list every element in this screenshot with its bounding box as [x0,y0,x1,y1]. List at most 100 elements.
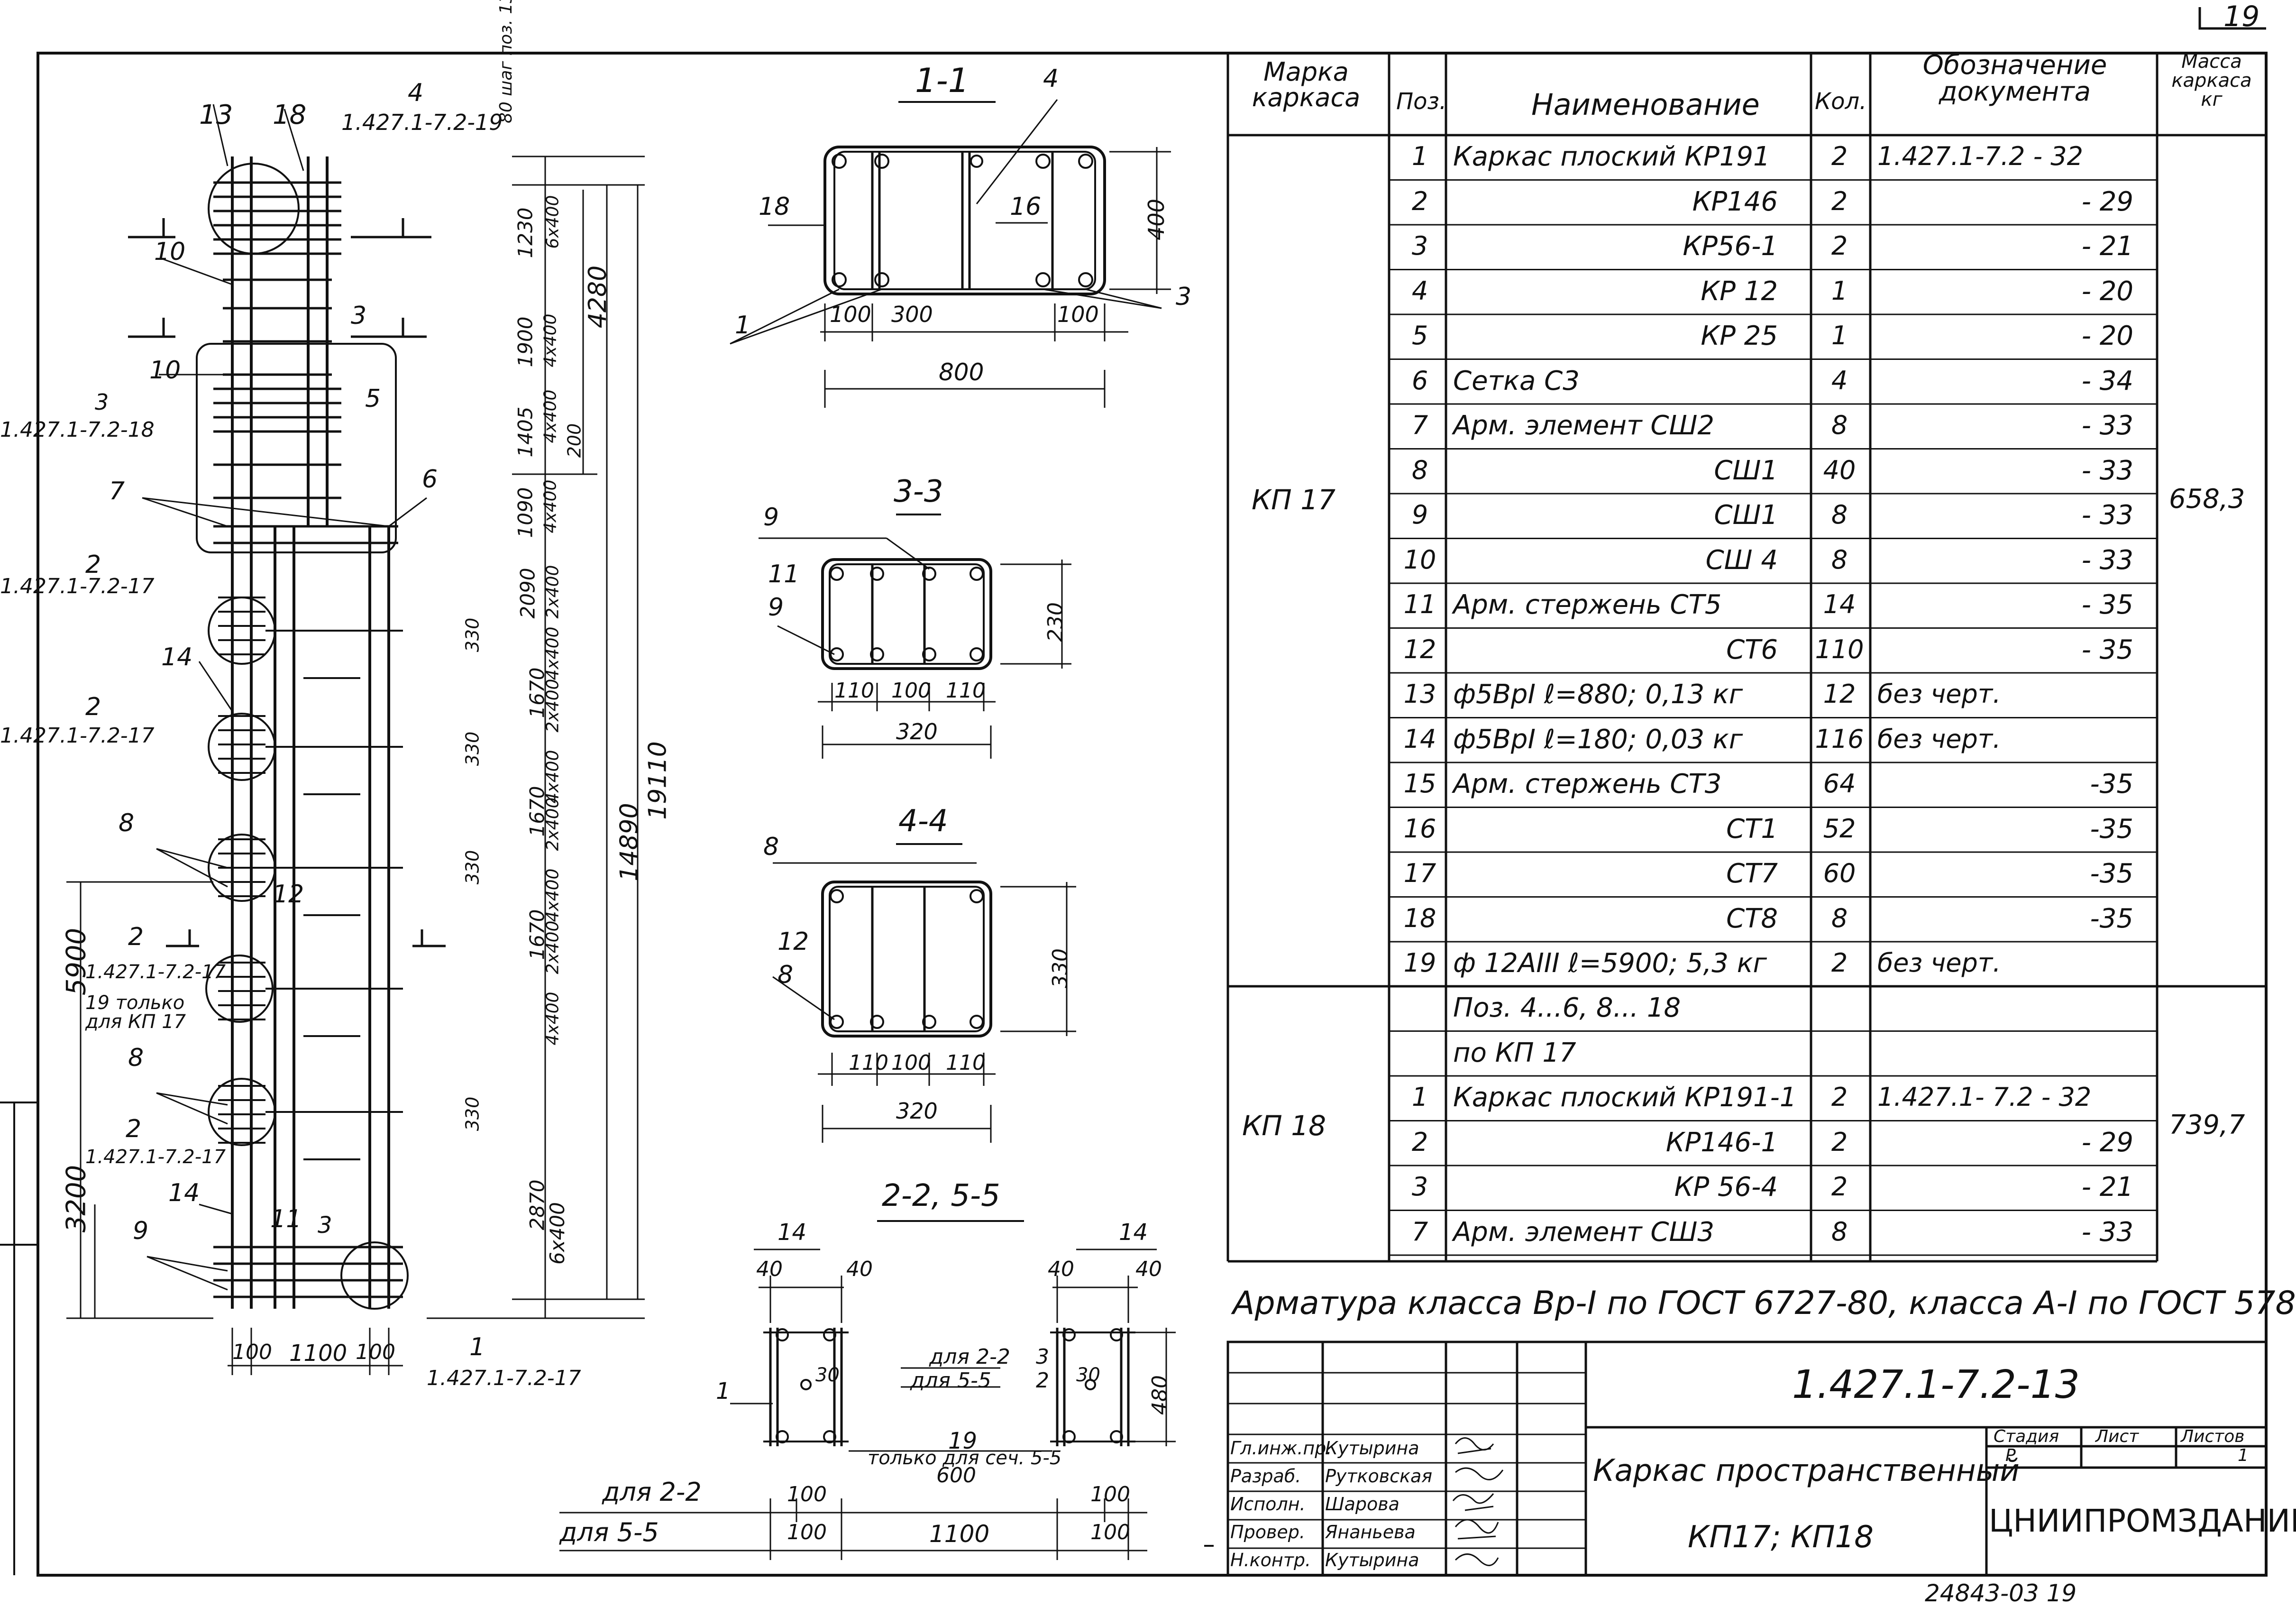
signature-role: Разраб. [1230,1466,1301,1487]
signature-role: Н.контр. [1230,1550,1311,1570]
spec-cell-doc: -35 [2090,769,2133,799]
elev-dim: 4280 [584,265,613,329]
signature-role: Испoлн. [1230,1494,1306,1515]
signature-role: Гл.инж.пр. [1230,1438,1332,1459]
spec-cell-pos: 15 [1403,769,1436,799]
spec-cell-doc: - 20 [2081,321,2133,351]
spec-cell-pos: 18 [1403,903,1436,933]
spec-cell-name: СШ1 [1714,500,1778,531]
elev-dim: 330 [462,731,483,766]
spec-cell-name: СТ1 [1726,813,1778,845]
elev-note: 80 шаг поз. 13,14 [496,0,516,123]
signature-name: Кутырина [1325,1438,1419,1459]
spec-cell-doc: - 35 [2081,589,2133,620]
elev-dim: 330 [462,617,483,652]
elev-dim: 14890 [615,803,644,881]
spec-cell-name: по КП 17 [1453,1037,1576,1068]
elev-dim: 3200 [61,1165,92,1233]
spec-cell-pos: 3 [1411,1172,1428,1202]
spec-cell-doc: 1.427.1-7.2 - 32 [1877,141,2084,171]
s33-dim: 230 [1043,602,1068,642]
sheets-label: Листов [2181,1427,2245,1446]
spec-cell-qty: 52 [1823,813,1856,844]
spec-cell-name: Каркас плоский КР191 [1453,141,1770,172]
spec-cell-pos: 10 [1403,544,1436,575]
s33-dim: 110 [834,679,874,703]
elev-dim: 330 [462,1096,483,1131]
title-line-2: КП17; КП18 [1688,1520,1874,1555]
spec-mass-kp17: 658,3 [2169,484,2245,514]
spec-header-pos: Поз. [1396,88,1447,115]
s44-dim: 330 [1048,948,1072,988]
section-title-1-1: 1-1 [915,61,970,100]
s22-dim: 100 [1090,1520,1130,1544]
spec-cell-pos: 19 [1403,948,1436,978]
elev-spacing: 4х400 [543,750,563,804]
elev-pos: 10 [149,356,181,385]
spec-cell-pos: 1 [1411,141,1428,171]
spec-cell-name: Сетка С3 [1453,365,1580,396]
spec-cell-qty: 2 [1831,141,1848,171]
spec-cell-name: КР146 [1692,186,1778,217]
steel-note: Арматура класса Вр-I по ГОСТ 6727-80, кл… [1233,1285,2296,1322]
spec-header-doc: Обозначение документа [1922,50,2107,107]
s11-label: 3 [1176,283,1192,311]
spec-cell-qty: 1 [1831,321,1848,350]
s22-dim: 40 [1048,1257,1074,1281]
elev-dim: 2870 [525,1179,549,1230]
s22-dim: 30 [1076,1364,1100,1386]
spec-cell-name: ф5ВрI ℓ=880; 0,13 кг [1453,679,1743,710]
s22-label: 14 [1119,1219,1148,1246]
spec-cell-doc: - 33 [2081,544,2133,576]
spec-cell-doc: 1.427.1- 7.2 - 32 [1877,1082,2092,1112]
spec-cell-name: ф 12АIII ℓ=5900; 5,3 кг [1453,948,1767,979]
spec-cell-doc: - 20 [2081,275,2133,307]
elev-pos: 18 [273,100,307,130]
elev-pos: 3 [351,302,367,330]
elev-pos: 14 [161,643,193,671]
s11-label: 4 [1043,64,1059,93]
spec-cell-doc: -35 [2090,858,2133,889]
spec-cell-qty: 2 [1831,1127,1848,1157]
elev-pos: 5 [365,385,381,413]
s22-dim: 600 [936,1463,976,1487]
elev-dim: 100 [232,1340,272,1364]
section-title-2-2-5-5: 2-2, 5-5 [882,1178,1000,1213]
s44-label: 8 [763,833,779,861]
spec-cell-doc: - 21 [2081,1172,2133,1203]
spec-cell-pos: 17 [1403,858,1436,888]
spec-cell-qty: 110 [1815,634,1864,664]
elev-pos: 2 [128,923,144,951]
spec-cell-pos: 2 [1411,186,1428,216]
s11-dim: 100 [1057,302,1099,327]
spec-cell-doc: - 29 [2081,1127,2133,1158]
spec-cell-pos: 9 [1411,500,1428,530]
elev-pos: 6 [422,465,438,494]
elev-pos: 11 [270,1205,302,1233]
elev-ref: 1.427.1-7.2-17 [85,1146,226,1168]
elev-dim: 200 [564,423,585,458]
spec-cell-name: Арм. элемент СШ2 [1453,410,1715,441]
spec-cell-doc: - 33 [2081,410,2133,441]
spec-cell-name: КР146-1 [1665,1127,1778,1158]
spec-cell-doc: - 35 [2081,634,2133,665]
s44-label: 8 [778,961,794,989]
spec-cell-pos: 7 [1411,1216,1428,1247]
spec-cell-doc: - 33 [2081,500,2133,531]
spec-cell-doc: -35 [2090,903,2133,934]
spec-cell-qty: 8 [1831,500,1848,530]
spec-header-qty: Кол. [1815,88,1867,115]
spec-cell-qty: 2 [1831,1172,1848,1202]
spec-cell-qty: 1 [1831,275,1848,306]
s33-dim: 100 [891,679,931,703]
spec-cell-pos: 7 [1411,410,1428,440]
doc-number: 1.427.1-7.2-13 [1792,1362,2080,1407]
sheet-label: Лист [2095,1427,2139,1446]
s44-dim: 110 [946,1051,986,1075]
elev-pos: 3 [95,389,109,415]
elev-ref: 1.427.1-7.2-18 [0,418,155,442]
s22-note: только для сеч. 5-5 [868,1447,1062,1469]
s33-dim: 320 [896,719,938,744]
spec-cell-name: СТ6 [1726,634,1778,665]
